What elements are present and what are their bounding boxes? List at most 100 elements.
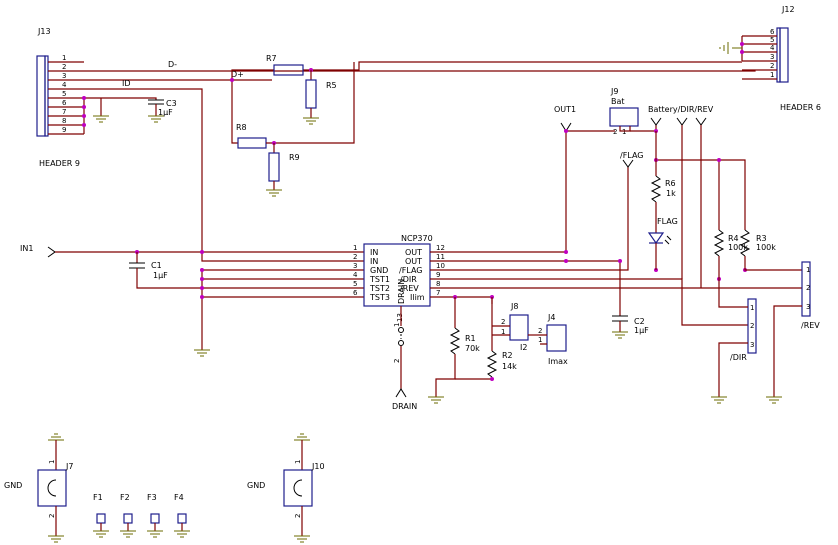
j12-pin-4: 4 <box>770 44 775 52</box>
j7-contact-arc <box>47 479 57 497</box>
j13-pin-3: 3 <box>62 72 66 80</box>
c2-plates <box>612 315 628 322</box>
ic-ncp370: NCP370 1 2 3 4 5 6 IN IN GND TST1 TST2 T… <box>353 234 445 322</box>
c2-ground-symbol <box>612 331 628 339</box>
net-dplus-wire-b <box>303 61 742 71</box>
fiducial-ground-symbols <box>93 530 190 538</box>
r1-ground-symbol <box>428 396 444 404</box>
out1-label: OUT1 <box>554 105 576 114</box>
j12-body <box>779 27 789 83</box>
net-id-wire <box>84 88 203 255</box>
net-dplus-label: D+ <box>231 70 244 79</box>
j12-junction-1 <box>740 42 744 46</box>
connector-j12: J12 HEADER 6 6 5 4 3 2 1 <box>719 5 821 112</box>
j10-pin-1: 1 <box>294 460 302 464</box>
j12-pin-5: 5 <box>770 36 774 44</box>
resistor-r5: R5 <box>303 70 337 125</box>
r2-zigzag <box>486 350 498 378</box>
rev-pin-3: 3 <box>806 303 810 311</box>
ic-junction-tst3 <box>200 295 204 299</box>
r7-ref: R7 <box>266 54 277 63</box>
j13-pin-2: 2 <box>62 63 66 71</box>
j8-leads <box>492 325 510 336</box>
r6-zigzag <box>650 175 662 203</box>
ic-name: NCP370 <box>401 234 433 243</box>
dir-gnd-wire <box>718 342 748 397</box>
net-out1-wire <box>430 131 567 253</box>
ic-pin-num-4: 4 <box>353 271 358 279</box>
j9-pin-2: 2 <box>613 128 617 136</box>
net-dminus-wire <box>84 70 756 72</box>
fiducial-leads <box>100 523 183 531</box>
r2-value: 14k <box>502 362 517 371</box>
ic-pin-num-9: 9 <box>436 271 440 279</box>
net-dir-wire <box>430 278 748 326</box>
c3-ref: C3 <box>166 99 177 108</box>
ic-pin-num-6: 6 <box>353 289 358 297</box>
ic-pin-name-dir: /DIR <box>400 275 417 284</box>
ic-pin-name-rev: /REV <box>400 284 419 293</box>
ic-pin-num-1: 1 <box>353 244 357 252</box>
port-out1: OUT1 <box>554 105 615 133</box>
c2-value: 1µF <box>634 326 649 335</box>
j13-body-edge <box>44 55 49 137</box>
j13-junction-5 <box>82 96 86 100</box>
rev-gnd-wire <box>773 305 802 397</box>
drain-jumper-pin-2: 2 <box>393 359 401 363</box>
j9-body <box>609 107 639 127</box>
drain-jumper: DRAIN 1 2 <box>392 306 417 411</box>
ic-pin-name-out-1: OUT <box>405 248 422 257</box>
resistor-r2: R2 14k <box>455 297 517 381</box>
junction-out2 <box>564 259 568 263</box>
out1-junction <box>564 129 568 133</box>
j12-body-edge <box>776 27 781 83</box>
ic-pin-num-10: 10 <box>436 262 445 270</box>
port-flag: /FLAG <box>620 151 643 168</box>
r2-ref: R2 <box>502 351 513 360</box>
net-id-label: ID <box>122 79 131 88</box>
ic-pin-name-in-1: IN <box>370 248 378 257</box>
r1-zigzag <box>449 327 461 355</box>
ic-pin-name-ilim: Ilim <box>410 293 425 302</box>
j7-ground-top <box>48 433 64 441</box>
resistor-r4: R4 100k <box>713 229 748 279</box>
c2-ref: C2 <box>634 317 645 326</box>
j12-junction-2 <box>740 50 744 54</box>
ic-pin-num-5: 5 <box>353 280 357 288</box>
led-ref: FLAG <box>657 217 678 226</box>
connector-j7: J7 GND 1 2 <box>4 433 73 543</box>
c3-plates <box>148 99 164 105</box>
j12-ground-symbol <box>719 42 742 54</box>
dir-pin-1: 1 <box>750 304 754 312</box>
fiducial-f4-pad <box>177 513 187 524</box>
c1-lead-bottom <box>136 268 364 289</box>
r4-supply-junction <box>717 158 721 162</box>
r9-ref: R9 <box>289 153 300 162</box>
fiducial-f1-label: F1 <box>93 493 103 502</box>
r4-zigzag <box>713 229 725 257</box>
in-pin2-wire <box>201 255 364 262</box>
r5-ground-symbol <box>303 117 319 125</box>
j13-body <box>36 55 46 137</box>
fiducial-f1-pad <box>96 513 106 524</box>
j8-pin-2: 2 <box>501 318 505 326</box>
r8-junction <box>230 78 234 82</box>
j8-ref: J8 <box>510 302 518 311</box>
j13-junction-8 <box>82 123 86 127</box>
j13-pin-7: 7 <box>62 108 66 116</box>
r3-value: 100k <box>756 243 776 252</box>
net-flag-wire <box>430 167 629 271</box>
r4-ref: R4 <box>728 234 739 243</box>
j4-body <box>546 324 567 352</box>
dir-port-arrow <box>676 117 688 126</box>
j13-ground-symbol <box>93 115 109 123</box>
j13-junction-6 <box>82 105 86 109</box>
r8-body <box>237 137 267 149</box>
r3-ref: R3 <box>756 234 767 243</box>
dir-body <box>747 298 757 354</box>
ic-junction-tst1 <box>200 277 204 281</box>
fiducial-f3-pad <box>150 513 160 524</box>
ic-pin-name-drain: DRAIN <box>397 279 406 304</box>
in1-junction-ic <box>200 250 204 254</box>
r3-lead-bottom <box>744 256 802 271</box>
